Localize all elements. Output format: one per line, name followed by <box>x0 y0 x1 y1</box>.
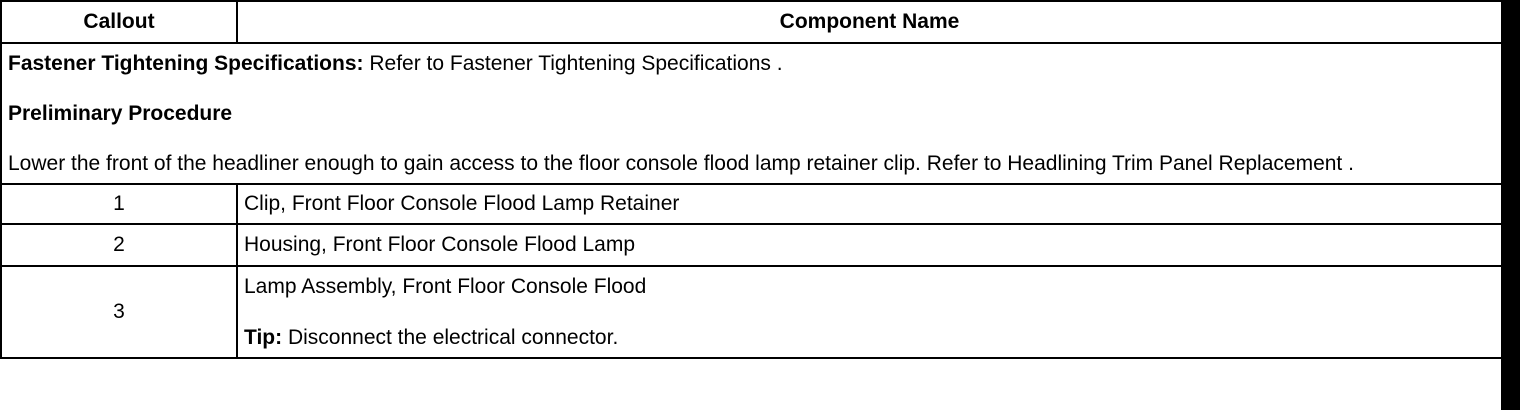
component-name-cell: Clip, Front Floor Console Flood Lamp Ret… <box>236 183 1503 225</box>
intro-row: Fastener Tightening Specifications: Refe… <box>0 42 1503 185</box>
tip-text: Disconnect the electrical connector. <box>282 325 619 349</box>
component-table: Callout Component Name Fastener Tighteni… <box>0 0 1503 359</box>
callout-cell: 1 <box>0 183 238 225</box>
component-name-text: Lamp Assembly, Front Floor Console Flood <box>244 274 647 298</box>
callout-cell: 3 <box>0 265 238 359</box>
component-name-cell: Lamp Assembly, Front Floor Console Flood… <box>236 265 1503 359</box>
tip-line: Tip: Disconnect the electrical connector… <box>244 325 1495 351</box>
fastener-spec-line: Fastener Tightening Specifications: Refe… <box>8 50 1495 77</box>
component-name-cell: Housing, Front Floor Console Flood Lamp <box>236 223 1503 267</box>
table-row: 1 Clip, Front Floor Console Flood Lamp R… <box>0 183 1503 225</box>
intro-cell: Fastener Tightening Specifications: Refe… <box>0 42 1503 185</box>
table-row: 3 Lamp Assembly, Front Floor Console Flo… <box>0 265 1503 359</box>
preliminary-heading: Preliminary Procedure <box>8 102 233 125</box>
table-header-row: Callout Component Name <box>0 0 1503 44</box>
header-callout: Callout <box>0 0 238 44</box>
procedure-text: Lower the front of the headliner enough … <box>8 152 1354 175</box>
fastener-spec-text: Refer to Fastener Tightening Specificati… <box>363 52 783 75</box>
header-component-name: Component Name <box>236 0 1503 44</box>
callout-cell: 2 <box>0 223 238 267</box>
table-row: 2 Housing, Front Floor Console Flood Lam… <box>0 223 1503 267</box>
tip-label: Tip: <box>244 325 283 349</box>
fastener-spec-label: Fastener Tightening Specifications: <box>8 52 364 75</box>
